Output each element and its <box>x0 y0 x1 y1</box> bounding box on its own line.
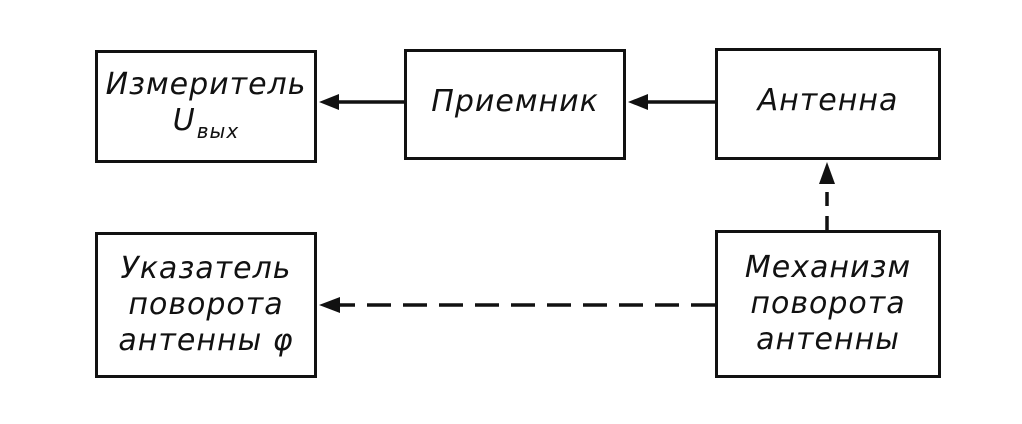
mechanism-label-line2: поворота <box>750 286 906 321</box>
antenna-label: Антенна <box>757 83 899 118</box>
meter-symbol: U <box>172 102 196 138</box>
meter-label-line1: Измеритель <box>105 66 307 102</box>
meter-label-line2: Uвых <box>172 102 240 143</box>
receiver-label: Приемник <box>431 83 599 119</box>
receiver-block: Приемник <box>404 49 626 160</box>
indicator-label-line3: антенны φ <box>118 323 294 358</box>
indicator-label-line1: Указатель <box>120 251 292 286</box>
arrow-receiver-to-meter <box>319 94 404 110</box>
mechanism-label-line1: Механизм <box>744 250 912 285</box>
arrow-mechanism-to-antenna <box>819 162 835 230</box>
indicator-label-line2: поворота <box>128 287 284 322</box>
arrow-antenna-to-receiver <box>628 94 715 110</box>
arrow-mechanism-to-indicator <box>319 297 715 313</box>
indicator-block: Указатель поворота антенны φ <box>95 232 317 378</box>
mechanism-block: Механизм поворота антенны <box>715 230 941 378</box>
antenna-block: Антенна <box>715 48 941 160</box>
meter-block: Измеритель Uвых <box>95 50 317 163</box>
meter-symbol-subscript: вых <box>196 118 240 143</box>
mechanism-label-line3: антенны <box>756 322 900 357</box>
